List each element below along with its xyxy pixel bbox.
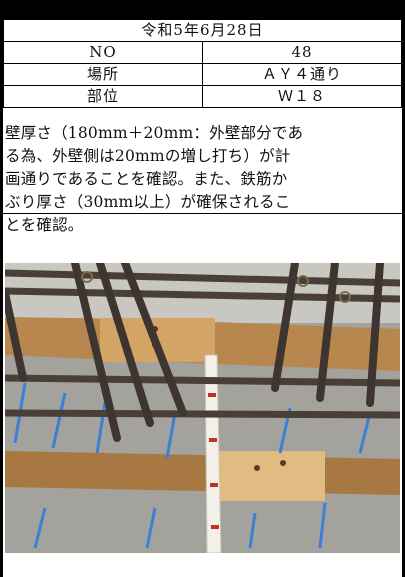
- inspection-photo: [5, 263, 400, 553]
- row-label-part: 部位: [3, 85, 203, 108]
- row-value-part: Ｗ１８: [202, 85, 402, 108]
- inspection-info-table: 令和5年6月28日 NO 48 場所 ＡＹ４通り 部位 Ｗ１８: [3, 19, 402, 108]
- blue-layout-markings: [13, 382, 372, 549]
- row-value-no: 48: [202, 41, 402, 64]
- inspection-date: 令和5年6月28日: [3, 19, 402, 42]
- notes-line: 画通りであることを確認。また、鉄筋か: [5, 170, 288, 188]
- spacer-hole: [254, 465, 260, 471]
- date-row: 令和5年6月28日: [3, 19, 402, 42]
- notes-line: とを確認。: [5, 216, 84, 234]
- row-label-no: NO: [3, 41, 203, 64]
- section-divider: [3, 213, 402, 214]
- row-value-location: ＡＹ４通り: [202, 63, 402, 86]
- measuring-tape: [204, 354, 222, 553]
- tape-markings: [208, 393, 219, 529]
- table-row: NO 48: [3, 41, 402, 64]
- inspection-notes: 壁厚さ（180mm＋20mm：外壁部分であ る為、外壁側は20mmの増し打ち）が…: [5, 122, 401, 237]
- spacer-hole: [280, 460, 286, 466]
- table-row: 場所 ＡＹ４通り: [3, 63, 402, 86]
- tie-wires: [81, 271, 351, 303]
- rebar-and-measuring-tape-photo: [5, 263, 400, 553]
- header-bar: [0, 0, 405, 19]
- notes-line: ぶり厚さ（30mm以上）が確保されるこ: [5, 193, 291, 211]
- notes-line: 壁厚さ（180mm＋20mm：外壁部分であ: [5, 124, 304, 142]
- wood-spacer-lower: [215, 451, 325, 501]
- vertical-rebars: [5, 263, 384, 442]
- notes-line: る為、外壁側は20mmの増し打ち）が計: [5, 147, 291, 165]
- table-row: 部位 Ｗ１８: [3, 85, 402, 108]
- row-label-location: 場所: [3, 63, 203, 86]
